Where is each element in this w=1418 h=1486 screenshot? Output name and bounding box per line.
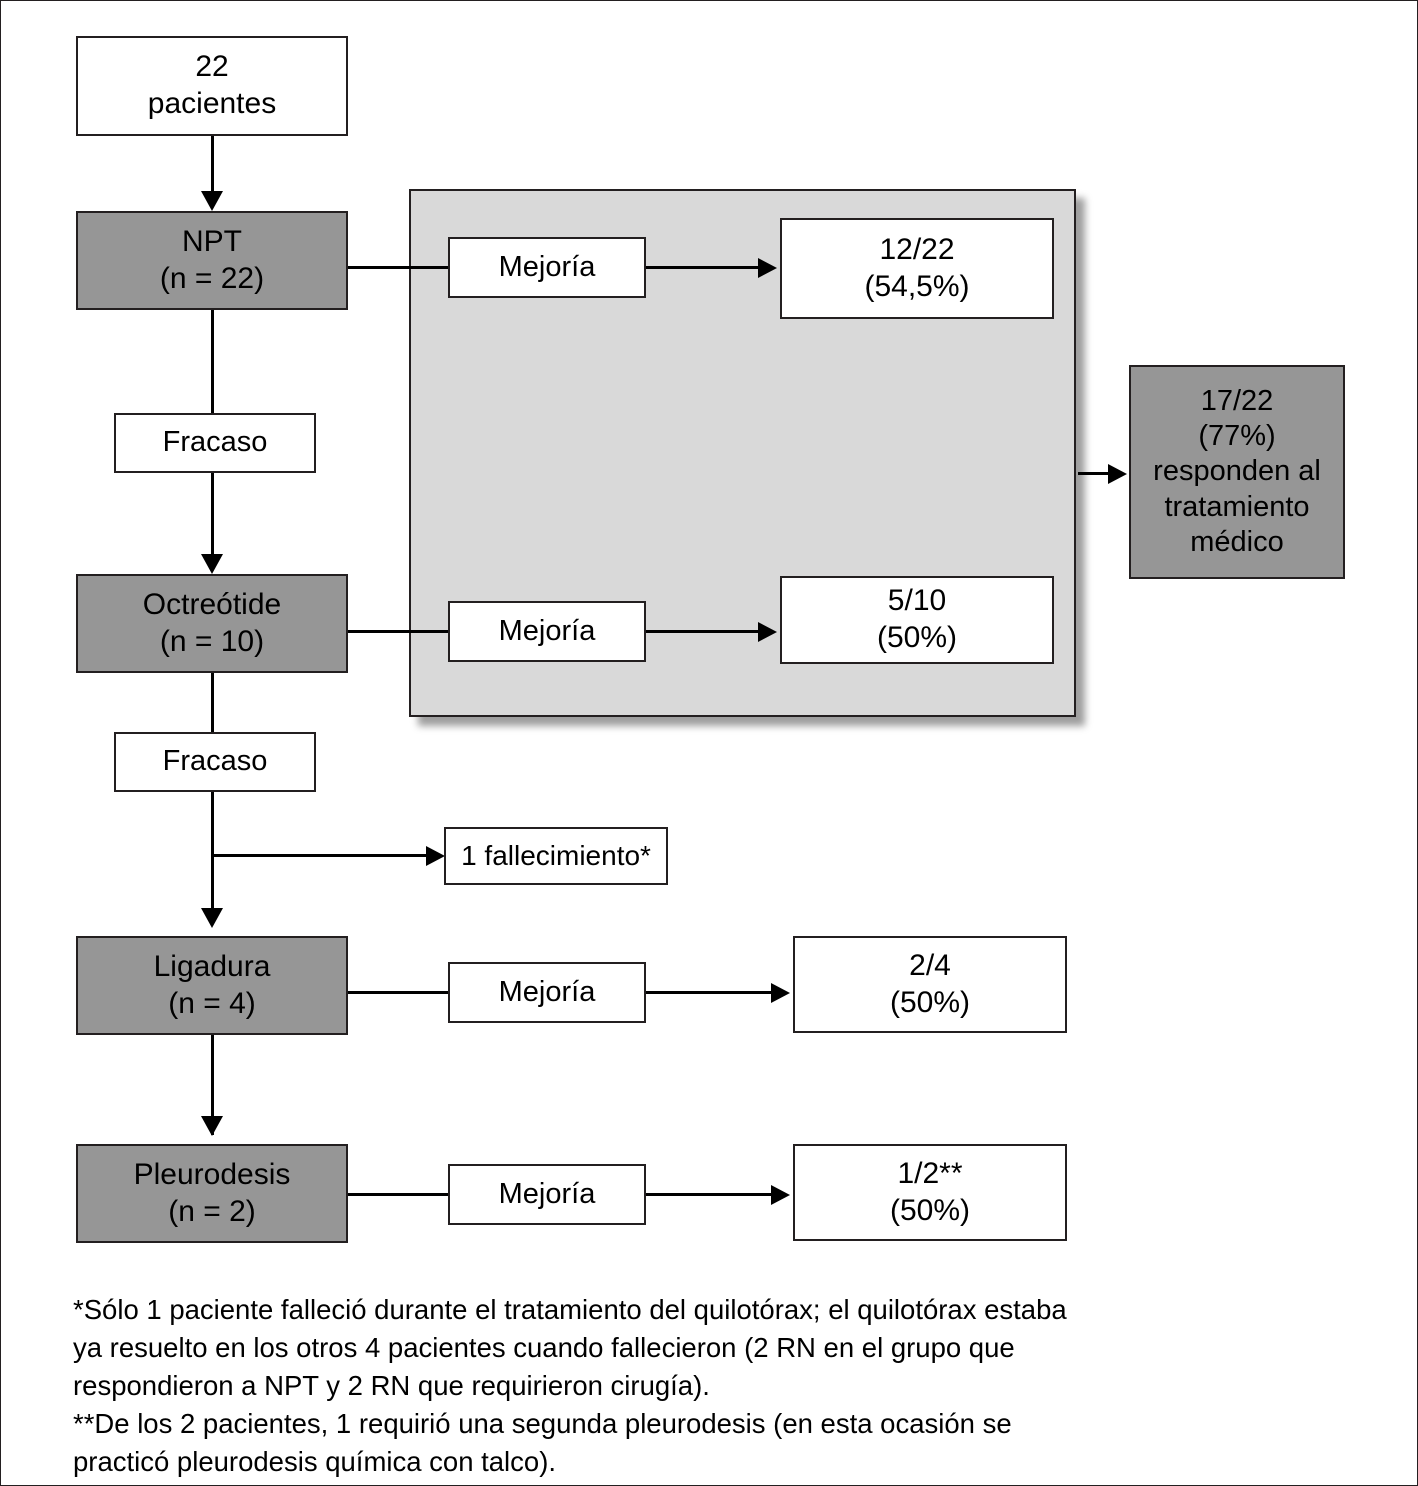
node-pleurodesis-line1: Pleurodesis bbox=[133, 1157, 291, 1191]
node-fallecimiento-label: 1 fallecimiento* bbox=[461, 839, 651, 871]
connector-fracaso1-to-octreotide bbox=[211, 473, 214, 568]
node-result-ligadura-line2: (50%) bbox=[889, 985, 971, 1019]
node-fallecimiento: 1 fallecimiento* bbox=[444, 827, 668, 885]
node-mejoria-1-label: Mejoría bbox=[498, 250, 596, 283]
arrowhead-mejoria1-to-result bbox=[758, 258, 777, 278]
node-octreotide-line1: Octreótide bbox=[142, 587, 282, 621]
connector-octreotide-to-fracaso2 bbox=[211, 673, 214, 733]
node-fracaso-1-label: Fracaso bbox=[162, 426, 268, 459]
node-summary-line3: responden al bbox=[1153, 455, 1321, 488]
node-pleurodesis: Pleurodesis (n = 2) bbox=[76, 1144, 348, 1243]
connector-octreotide-to-mejoria2 bbox=[348, 630, 449, 633]
node-ligadura-line1: Ligadura bbox=[153, 949, 271, 983]
arrowhead-panel-to-summary bbox=[1108, 464, 1127, 484]
node-octreotide-line2: (n = 10) bbox=[159, 624, 265, 658]
connector-ligadura-to-mejoria3 bbox=[348, 991, 449, 994]
connector-panel-to-summary bbox=[1078, 472, 1114, 475]
connector-npt-to-fracaso1 bbox=[211, 310, 214, 414]
node-pleurodesis-line2: (n = 2) bbox=[168, 1194, 256, 1228]
node-result-pleurodesis: 1/2** (50%) bbox=[793, 1144, 1067, 1241]
node-result-npt-line2: (54,5%) bbox=[864, 269, 970, 303]
connector-npt-to-mejoria1 bbox=[348, 266, 449, 269]
node-ligadura: Ligadura (n = 4) bbox=[76, 936, 348, 1035]
node-result-octreotide-line2: (50%) bbox=[876, 621, 958, 654]
node-summary-medical-response: 17/22 (77%) responden al tratamiento méd… bbox=[1129, 365, 1345, 579]
connector-mejoria4-to-result bbox=[646, 1193, 776, 1196]
node-fracaso-2-label: Fracaso bbox=[162, 745, 268, 778]
node-result-octreotide: 5/10 (50%) bbox=[780, 576, 1054, 664]
node-ligadura-line2: (n = 4) bbox=[168, 986, 256, 1020]
arrowhead-mejoria3-to-result bbox=[771, 983, 790, 1003]
footnotes-block: *Sólo 1 paciente falleció durante el tra… bbox=[73, 1291, 1103, 1481]
node-start-patients-line1: 22 bbox=[195, 50, 229, 84]
connector-mejoria3-to-result bbox=[646, 991, 776, 994]
node-octreotide: Octreótide (n = 10) bbox=[76, 574, 348, 673]
node-summary-line2: (77%) bbox=[1198, 419, 1276, 452]
arrowhead-mejoria2-to-result bbox=[758, 622, 777, 642]
footnote-1: *Sólo 1 paciente falleció durante el tra… bbox=[73, 1294, 1067, 1401]
node-fracaso-1: Fracaso bbox=[114, 413, 316, 473]
node-result-pleurodesis-line2: (50%) bbox=[889, 1193, 971, 1227]
node-start-patients: 22 pacientes bbox=[76, 36, 348, 136]
node-summary-line1: 17/22 bbox=[1200, 384, 1274, 417]
node-result-ligadura-line1: 2/4 bbox=[909, 948, 951, 982]
node-mejoria-4: Mejoría bbox=[448, 1164, 646, 1225]
node-fracaso-2: Fracaso bbox=[114, 732, 316, 792]
arrowhead-start-to-npt bbox=[201, 191, 223, 211]
arrowhead-ligadura-to-pleurodesis bbox=[201, 1116, 223, 1136]
arrowhead-fracaso1-to-octreotide bbox=[201, 554, 223, 574]
node-mejoria-2: Mejoría bbox=[448, 601, 646, 662]
arrowhead-mejoria4-to-result bbox=[771, 1185, 790, 1205]
connector-start-to-npt bbox=[211, 136, 214, 194]
node-npt-line1: NPT bbox=[182, 224, 242, 258]
connector-pleurodesis-to-mejoria4 bbox=[348, 1193, 449, 1196]
node-result-octreotide-line1: 5/10 bbox=[887, 584, 947, 618]
connector-branch-to-fallecimiento bbox=[211, 854, 433, 857]
arrowhead-fracaso2-to-ligadura bbox=[201, 908, 223, 928]
node-result-npt-line1: 12/22 bbox=[879, 232, 955, 266]
node-npt: NPT (n = 22) bbox=[76, 211, 348, 310]
node-mejoria-4-label: Mejoría bbox=[498, 1177, 596, 1210]
node-start-patients-line2: pacientes bbox=[147, 87, 277, 120]
node-mejoria-3: Mejoría bbox=[448, 962, 646, 1023]
node-npt-line2: (n = 22) bbox=[159, 261, 265, 295]
node-result-ligadura: 2/4 (50%) bbox=[793, 936, 1067, 1033]
node-mejoria-2-label: Mejoría bbox=[498, 614, 596, 647]
footnote-2: **De los 2 pacientes, 1 requirió una seg… bbox=[73, 1407, 1012, 1477]
node-summary-line5: médico bbox=[1190, 526, 1284, 559]
node-summary-line4: tratamiento bbox=[1164, 490, 1310, 523]
node-result-pleurodesis-line1: 1/2** bbox=[897, 1156, 963, 1190]
arrowhead-branch-to-fallecimiento bbox=[426, 846, 445, 866]
connector-mejoria2-to-result bbox=[646, 630, 763, 633]
connector-ligadura-to-pleurodesis bbox=[211, 1035, 214, 1135]
node-result-npt: 12/22 (54,5%) bbox=[780, 218, 1054, 319]
node-mejoria-3-label: Mejoría bbox=[498, 975, 596, 1008]
connector-mejoria1-to-result bbox=[646, 266, 763, 269]
connector-fracaso2-to-ligadura bbox=[211, 792, 214, 922]
node-mejoria-1: Mejoría bbox=[448, 237, 646, 298]
